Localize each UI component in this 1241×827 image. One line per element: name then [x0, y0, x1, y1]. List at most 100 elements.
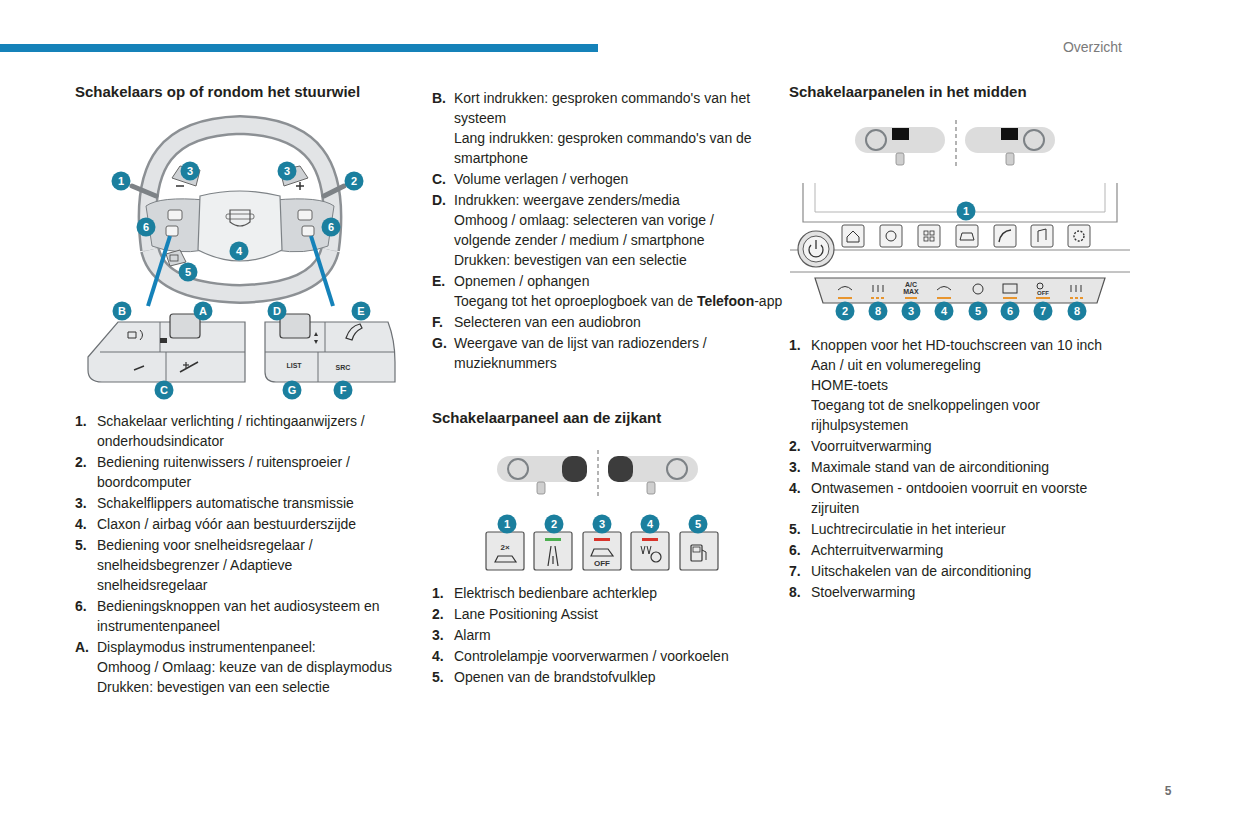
leader-line: [148, 236, 170, 306]
page-number: 5: [1165, 781, 1172, 801]
steering-wheel: [166, 250, 186, 266]
callout-circle: [334, 381, 353, 400]
callout-number: 8: [875, 305, 881, 317]
list-text: Bedieningsknoppen van het audiosysteem e…: [97, 596, 405, 636]
side-button: [693, 547, 700, 552]
callout-number: 3: [908, 305, 914, 317]
climate-panel: [1075, 297, 1078, 299]
car-icon: [647, 482, 655, 494]
side-button: [495, 556, 516, 562]
callout-circle: [1001, 302, 1020, 321]
list-text: Selecteren van een audiobron: [454, 312, 764, 332]
callout-number: 3: [599, 518, 605, 530]
car-icon: [896, 153, 904, 165]
button-label: LIST: [286, 362, 301, 370]
touchscreen-panel: [918, 225, 940, 247]
callout-circle: [352, 302, 371, 321]
list-number: D.: [432, 190, 446, 210]
list-number: 4.: [432, 646, 444, 666]
section-heading: Schakelaarpaneel aan de zijkant: [432, 408, 661, 428]
left-control-inset: [100, 352, 245, 353]
side-button: [651, 552, 661, 562]
callout-number: 7: [1040, 305, 1046, 317]
list-text: HOME-toets: [811, 375, 1125, 395]
list-number: 3.: [432, 625, 444, 645]
header-bar: [0, 44, 598, 52]
list-number: 6.: [75, 596, 87, 616]
callout-circle: [113, 302, 132, 321]
touchscreen-panel: [1031, 225, 1053, 247]
callout-number: 2: [842, 305, 848, 317]
list-text: Stoelverwarming: [811, 582, 1125, 602]
header-bar: [0, 44, 598, 52]
list-text: Bediening voor snelheidsregelaar / snelh…: [97, 535, 405, 595]
touchscreen-panel: [790, 183, 1130, 272]
list-number: A.: [75, 637, 89, 657]
callout-circle: [278, 162, 297, 181]
right-control-inset: [318, 352, 319, 382]
callout-circle: [322, 218, 341, 237]
list-number: 5.: [789, 519, 801, 539]
climate-panel: [838, 297, 852, 299]
side-button: [583, 532, 621, 570]
side-button: [486, 532, 718, 570]
touchscreen-panel: [999, 230, 1011, 242]
climate-panel: [815, 278, 1105, 303]
car-icon: [562, 456, 587, 482]
right-control-inset: [314, 332, 318, 344]
callout-number: B: [118, 305, 126, 317]
callout-number: 1: [504, 518, 510, 530]
climate-panel: [973, 284, 983, 294]
callout-circle: [137, 218, 156, 237]
list-text-line: Toegang tot het oproeplogboek van deTele…: [454, 291, 764, 311]
side-button: [702, 550, 706, 560]
list-number: 8.: [789, 582, 801, 602]
list-text: Drukken: bevestigen van een selectie: [454, 250, 764, 270]
left-control-inset: [88, 322, 245, 382]
list-number: 2.: [789, 436, 801, 456]
button-label: OFF: [1037, 290, 1049, 297]
callout-circle: [112, 172, 131, 191]
touchscreen-panel: [815, 240, 816, 249]
list-number: 1.: [75, 411, 87, 431]
left-control-inset: [134, 366, 144, 370]
callout-number: 1: [118, 175, 124, 187]
car-icon: [1024, 130, 1044, 150]
steering-wheel: [302, 226, 314, 236]
steering-wheel: [132, 125, 344, 294]
callout-circle: [689, 515, 708, 534]
steering-wheel: [166, 226, 178, 236]
steering-wheel: [176, 185, 184, 187]
callout-number: 3: [284, 165, 290, 177]
side-button: [642, 538, 658, 541]
steering-wheel: [299, 182, 301, 190]
climate-panel: [881, 297, 884, 299]
side-button: [680, 532, 718, 570]
list-text: Kort indrukken: gesproken commando's van…: [454, 88, 764, 128]
right-control-inset: [280, 314, 310, 338]
car-icon: [955, 120, 957, 168]
car-icon: [1001, 128, 1018, 140]
side-button: [545, 538, 561, 541]
touchscreen-panel: [930, 231, 934, 235]
list-text: Uitschakelen van de airconditioning: [811, 561, 1125, 581]
car-icon: [892, 128, 909, 140]
leader-line: [148, 236, 333, 306]
touchscreen-panel: [790, 250, 1130, 251]
side-button: [641, 546, 651, 554]
callout-circle: [194, 302, 213, 321]
climate-panel: [876, 297, 879, 299]
list-text: Ontwasemen - ontdooien voorruit en voors…: [811, 478, 1125, 518]
list-text: Bediening ruitenwissers / ruitensproeier…: [97, 452, 405, 492]
touchscreen-panel: [886, 231, 896, 241]
list-text: Toegang tot de snelkoppelingen voor rijh…: [811, 395, 1125, 435]
callout-circle: [181, 162, 200, 181]
climate-panel: [937, 287, 951, 291]
side-button: [548, 546, 551, 566]
touchscreen-panel: [790, 272, 1130, 273]
side-button: [555, 546, 558, 566]
touchscreen-panel: [924, 231, 928, 235]
steering-wheel: [198, 191, 282, 261]
car-icon: [608, 456, 633, 482]
